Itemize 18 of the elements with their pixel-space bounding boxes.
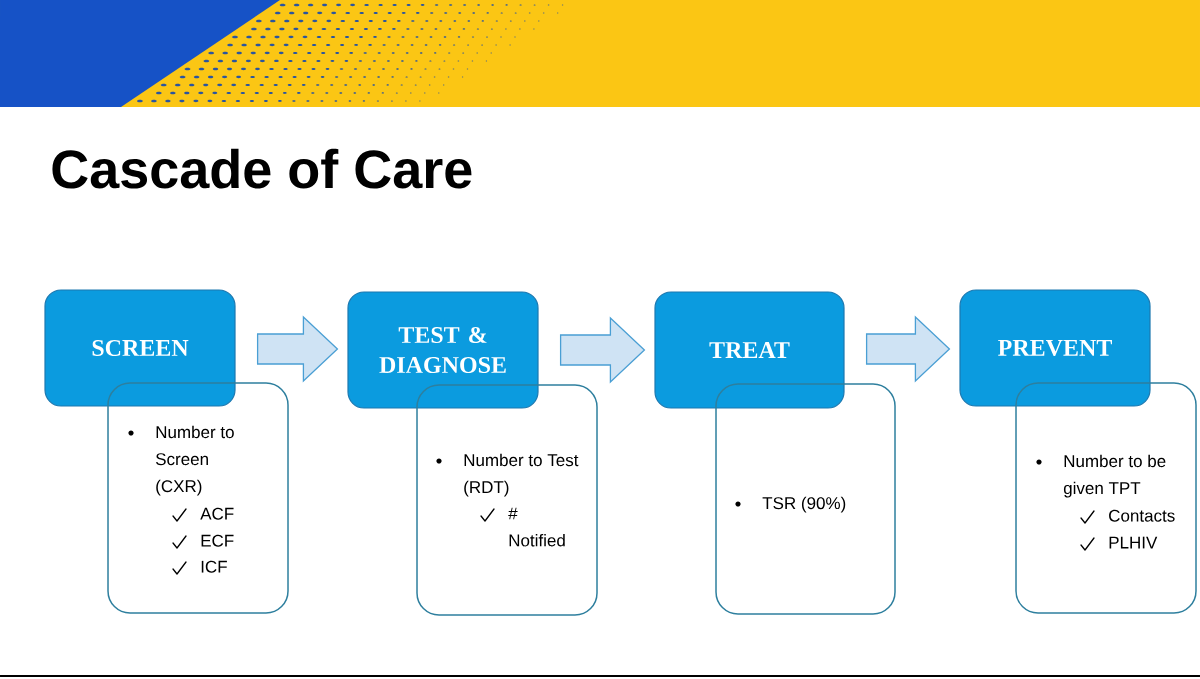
step-box: TREAT (654, 291, 845, 409)
sub-item-text: ICF (201, 560, 227, 573)
sub-item-text: ACF (200, 507, 234, 520)
block-arrow (559, 316, 646, 384)
step-box: PREVENT (959, 289, 1151, 407)
bullet-text: TSR (90%) (762, 496, 846, 513)
step-box: SCREEN (44, 289, 236, 407)
bullet-text: Number to be given TPT (1063, 454, 1166, 498)
slide-title: Cascade of Care (52, 148, 472, 189)
sub-item-text: PLHIV (1109, 536, 1158, 549)
sub-item-text: # Notified (508, 507, 565, 547)
sub-item-text: Contacts (1109, 509, 1175, 522)
sub-item-text: ECF (201, 534, 234, 547)
block-arrow (256, 315, 339, 383)
bullet-text: Number to Screen (CXR) (156, 425, 234, 496)
step-box: TEST & DIAGNOSE (347, 291, 539, 409)
block-arrow (865, 315, 951, 383)
bullet-text: Number to Test (RDT) (464, 453, 579, 497)
